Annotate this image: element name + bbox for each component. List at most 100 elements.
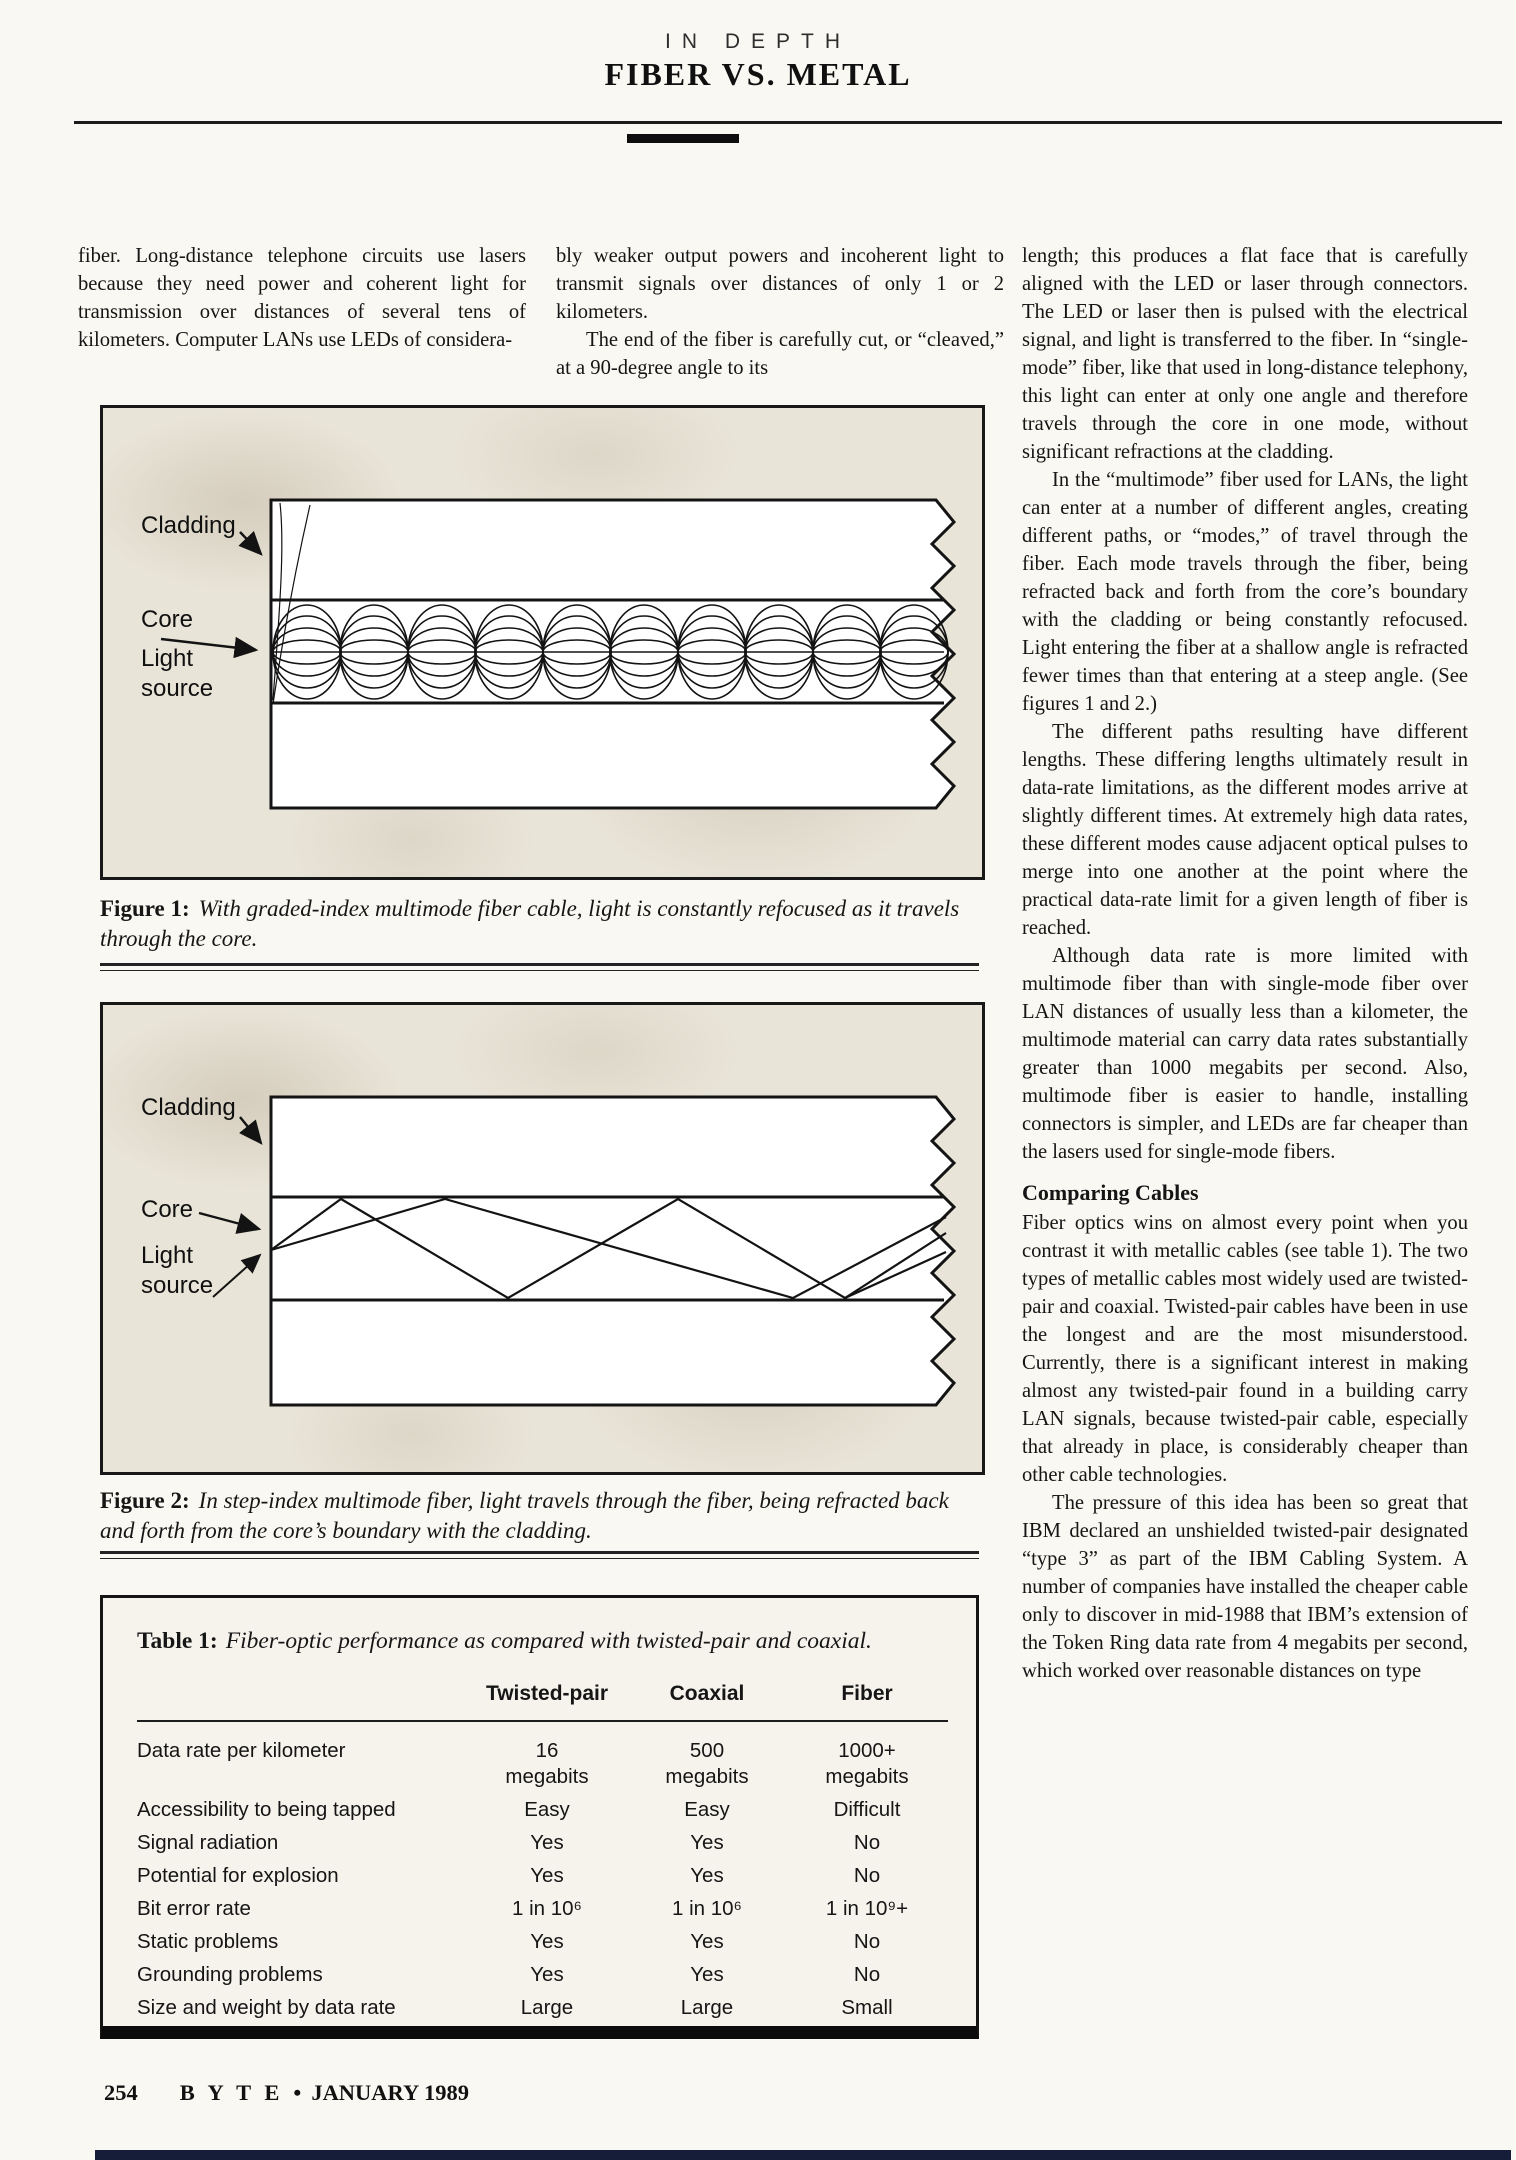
paragraph: The pressure of this idea has been so gr… [1022, 1492, 1468, 1682]
light-source-label: Light source [141, 645, 214, 702]
cell-twisted-pair: Easy [524, 1798, 570, 1821]
core-label: Core [141, 1196, 194, 1223]
row-label: Data rate per kilometer [137, 1739, 346, 1762]
cell-fiber: No [853, 1831, 881, 1854]
separator-rule [100, 963, 979, 971]
cell-coaxial: 1 in 10⁶ [672, 1897, 742, 1920]
table1-title-lead: Table 1: [137, 1628, 218, 1654]
row-label: Size and weight by data rate [137, 1996, 396, 2019]
table-row: Grounding problems Yes Yes No [137, 1962, 950, 1988]
page-number: 254 [104, 2080, 138, 2105]
row-label: Potential for explosion [137, 1864, 339, 1887]
figure2-caption: Figure 2:In step-index multimode fiber, … [100, 1486, 979, 1546]
row-label: Signal radiation [137, 1831, 279, 1854]
table-row: Accessibility to being tapped Easy Easy … [137, 1797, 950, 1823]
light-source-label: Light source [141, 1242, 214, 1299]
paragraph: The different paths resulting have diffe… [1022, 721, 1468, 939]
cell-twisted-pair: 16 megabits [505, 1739, 589, 1788]
paragraph: Although data rate is more limited with … [1022, 945, 1468, 1163]
paragraph: fiber. Long-distance telephone circuits … [78, 245, 526, 351]
column-header-coaxial: Coaxial [669, 1682, 745, 1705]
header-rule [74, 121, 1502, 124]
light-source-pointer [212, 1253, 262, 1298]
cladding-arrow [239, 1116, 263, 1145]
cell-twisted-pair: Yes [530, 1831, 564, 1854]
paragraph: The end of the fiber is carefully cut, o… [556, 329, 1004, 379]
separator-rule [100, 1551, 979, 1559]
cell-fiber: Small [841, 1996, 893, 2019]
issue-date: JANUARY 1989 [311, 2080, 470, 2105]
core-arrow [198, 1211, 262, 1234]
figure2-caption-lead: Figure 2: [100, 1488, 190, 1513]
paragraph: Fiber optics wins on almost every point … [1022, 1212, 1468, 1486]
figure1-caption-lead: Figure 1: [100, 896, 190, 921]
body-column-1: fiber. Long-distance telephone circuits … [78, 242, 526, 354]
bouncing-light-rays [270, 1197, 947, 1300]
table-row: Static problems Yes Yes No [137, 1929, 950, 1955]
cladding-label: Cladding [141, 1094, 236, 1121]
table1-performance-comparison: Table 1: Fiber-optic performance as compa… [100, 1595, 979, 2039]
cell-coaxial: Yes [690, 1864, 724, 1887]
table1-header-row: Twisted-pair Coaxial Fiber [137, 1682, 950, 1706]
column-header-fiber: Fiber [841, 1682, 893, 1705]
cladding-arrow [238, 530, 263, 556]
table1-title: Table 1: Fiber-optic performance as compa… [137, 1626, 950, 1656]
table-row: Data rate per kilometer 16 megabits 500 … [137, 1738, 950, 1790]
cell-fiber: No [853, 1963, 881, 1986]
section-kicker: IN DEPTH [664, 30, 851, 53]
table1-title-text: Fiber-optic performance as compared with… [225, 1628, 872, 1654]
paragraph: length; this produces a flat face that i… [1022, 245, 1468, 463]
figure1-graded-index-diagram: Cladding Core Light source [100, 405, 985, 880]
figure2-caption-text: In step-index multimode fiber, light tra… [100, 1488, 949, 1543]
figure2-drawing [198, 1095, 957, 1407]
article-title: FIBER VS. METAL [604, 56, 912, 92]
page-bottom-edge [95, 2150, 1511, 2160]
paragraph: In the “multimode” fiber used for LANs, … [1022, 469, 1468, 715]
core-label: Core [141, 606, 194, 633]
section-heading: Comparing Cables [1022, 1180, 1199, 1205]
cell-coaxial: Large [680, 1996, 734, 2019]
light-source-arrow [160, 636, 259, 659]
header-accent-bar [627, 134, 739, 143]
figure2-step-index-diagram: Cladding Core Light source [100, 1002, 985, 1475]
row-label: Static problems [137, 1930, 279, 1953]
column-header-twisted-pair: Twisted-pair [485, 1682, 609, 1705]
body-column-2: bly weaker output powers and incoherent … [556, 242, 1004, 382]
table1-header-rule [137, 1720, 948, 1722]
row-label: Bit error rate [137, 1897, 251, 1920]
cell-coaxial: 500 megabits [665, 1739, 749, 1788]
body-column-3: length; this produces a flat face that i… [1022, 242, 1468, 2077]
magazine-name: B Y T E [179, 2080, 284, 2105]
table-row: Potential for explosion Yes Yes No [137, 1863, 950, 1889]
row-label: Grounding problems [137, 1963, 323, 1986]
cell-twisted-pair: Large [520, 1996, 574, 2019]
cell-fiber: No [853, 1930, 881, 1953]
figure1-caption-text: With graded-index multimode fiber cable,… [100, 896, 960, 951]
fiber-outline [269, 1095, 957, 1407]
cell-fiber: 1 in 10⁹+ [825, 1897, 909, 1920]
cladding-label: Cladding [141, 512, 236, 539]
entry-ray-fan [272, 502, 311, 705]
table-row: Signal radiation Yes Yes No [137, 1830, 950, 1856]
footer-bullet: • [293, 2080, 302, 2105]
cell-coaxial: Yes [690, 1963, 724, 1986]
page-footer: 254 B Y T E • JANUARY 1989 [104, 2080, 469, 2106]
cell-twisted-pair: Yes [530, 1864, 564, 1887]
table-row: Size and weight by data rate Large Large… [137, 1995, 950, 2021]
cell-twisted-pair: Yes [530, 1930, 564, 1953]
cell-coaxial: Yes [690, 1831, 724, 1854]
figure1-caption: Figure 1:With graded-index multimode fib… [100, 894, 979, 954]
fiber-outline [269, 498, 957, 810]
cell-coaxial: Yes [690, 1930, 724, 1953]
figure1-drawing [160, 498, 957, 810]
paragraph: bly weaker output powers and incoherent … [556, 245, 1004, 323]
cell-coaxial: Easy [684, 1798, 730, 1821]
table-row: Bit error rate 1 in 10⁶ 1 in 10⁶ 1 in 10… [137, 1896, 950, 1922]
row-label: Accessibility to being tapped [137, 1798, 396, 1821]
cell-fiber: 1000+ megabits [825, 1739, 909, 1788]
cell-twisted-pair: Yes [530, 1963, 564, 1986]
cell-fiber: No [853, 1864, 881, 1887]
cell-fiber: Difficult [833, 1798, 901, 1821]
header-spacer [137, 1682, 472, 1706]
cell-twisted-pair: 1 in 10⁶ [512, 1897, 582, 1920]
